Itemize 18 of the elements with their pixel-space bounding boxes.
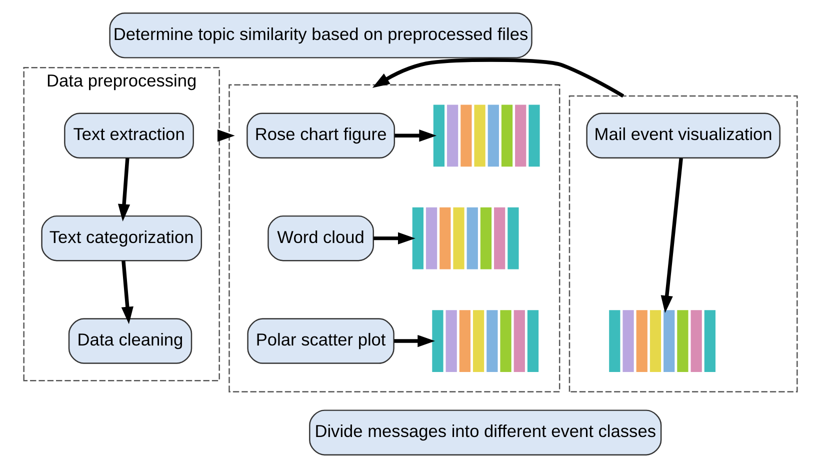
node-box: Text categorization (41, 215, 202, 262)
node-box: Mail event visualization (586, 112, 780, 159)
node-box: Text extraction (64, 112, 194, 159)
arrow (372, 58, 624, 98)
arrow (118, 158, 130, 222)
node-box: Divide messages into different event classes (309, 410, 662, 456)
arrow (660, 158, 683, 314)
node-box: Data cleaning (68, 318, 192, 364)
cluster (568, 95, 798, 392)
arrow (394, 130, 437, 142)
arrow (373, 232, 416, 244)
arrow (121, 260, 134, 324)
node-box: Word cloud (268, 215, 374, 262)
node-box: Determine topic similarity based on preprocessed files (109, 12, 532, 58)
node-box: Rose chart figure (246, 112, 396, 159)
node-box: Polar scatter plot (247, 318, 394, 364)
arrow (394, 334, 435, 348)
cluster (228, 84, 560, 392)
